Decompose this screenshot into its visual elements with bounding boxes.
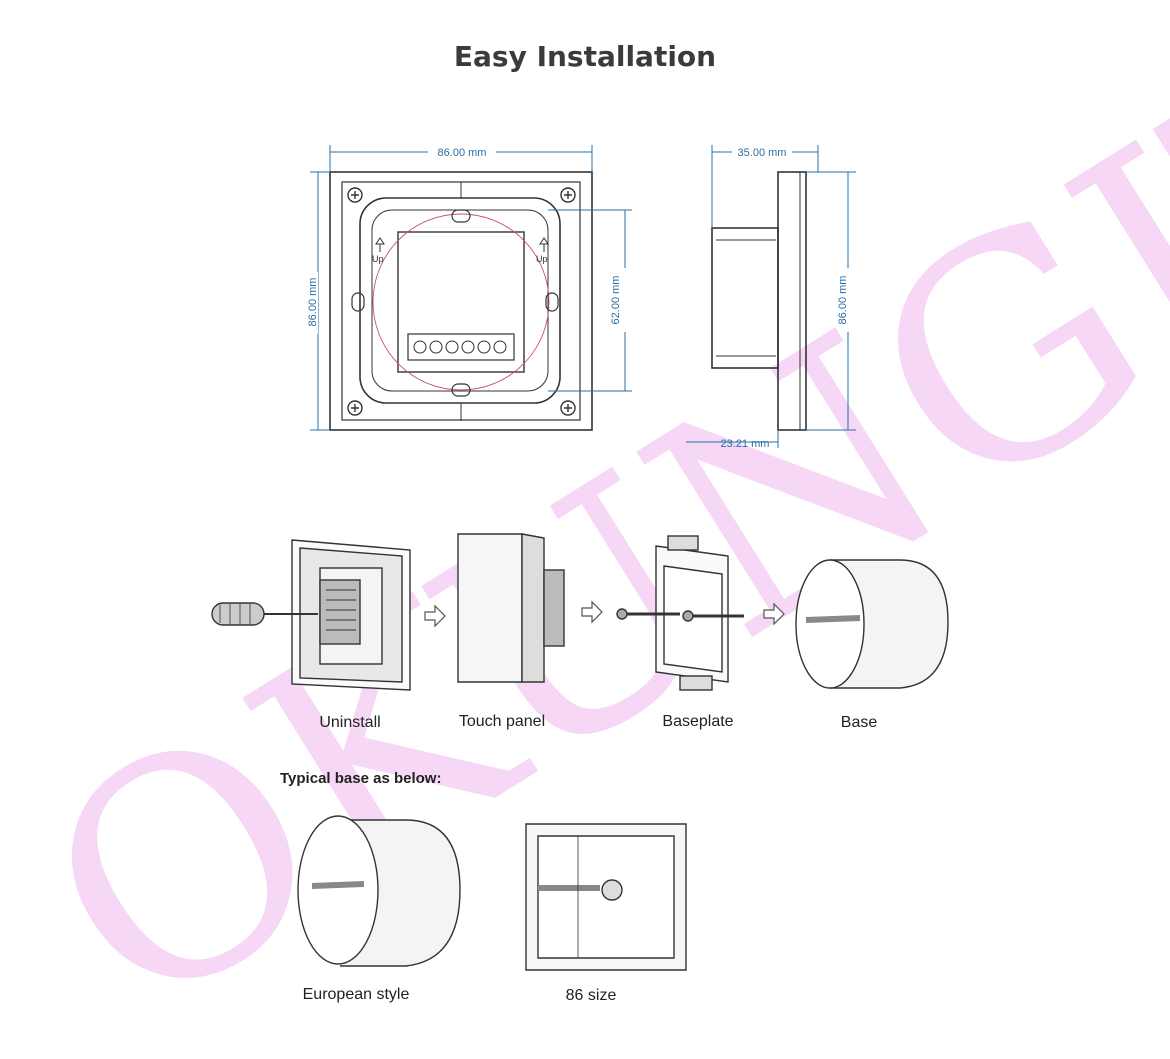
step-baseplate-illustration (616, 535, 744, 691)
front-width-label: 86.00 mm (438, 147, 487, 159)
front-dimension-lines (310, 145, 632, 431)
step-label-uninstall: Uninstall (319, 714, 380, 731)
arrow-icon-2 (581, 600, 603, 624)
front-height-label: 86.00 mm (307, 278, 319, 327)
dim-bg-2 (304, 272, 318, 334)
step-uninstall-illustration (211, 539, 411, 691)
up-mark-right: Up (536, 254, 548, 264)
front-view (329, 171, 593, 431)
side-base-label: 23.21 mm (721, 438, 770, 450)
terminal-screws (413, 340, 507, 354)
front-outer-frame (329, 171, 593, 431)
up-arrows (375, 237, 549, 252)
mounting-circle (372, 213, 550, 391)
dim-bg-5 (838, 268, 854, 332)
side-depth-label: 35.00 mm (738, 147, 787, 159)
typical-heading: Typical base as below: (280, 770, 441, 787)
step-label-base: Base (841, 714, 878, 731)
side-body (711, 227, 779, 369)
arrow-icon-1 (424, 604, 446, 628)
corner-screws (347, 187, 576, 416)
european-base-illustration (297, 815, 461, 967)
typical-label-european: European style (303, 986, 410, 1003)
terminal-block (407, 333, 515, 361)
step-base-illustration (795, 559, 949, 689)
arrow-icon-3 (763, 602, 785, 626)
step-label-baseplate: Baseplate (662, 713, 733, 730)
side-height-label: 86.00 mm (837, 276, 849, 325)
front-rounded-opening (359, 197, 561, 404)
typical-label-86-size: 86 size (566, 987, 617, 1004)
dim-bg-3 (612, 268, 628, 332)
step-label-touch-panel: Touch panel (459, 713, 545, 730)
inner-height-label: 62.00 mm (610, 276, 622, 325)
page-title: Easy Installation (453, 40, 717, 73)
step-touch-panel-illustration (457, 533, 565, 683)
dim-bg-4 (732, 145, 792, 159)
dim-bg-1 (428, 145, 496, 159)
front-center-module (397, 231, 525, 373)
side-view (711, 171, 807, 431)
86-size-base-illustration (525, 823, 687, 971)
up-mark-left: Up (372, 254, 384, 264)
slot-holes (351, 209, 559, 397)
